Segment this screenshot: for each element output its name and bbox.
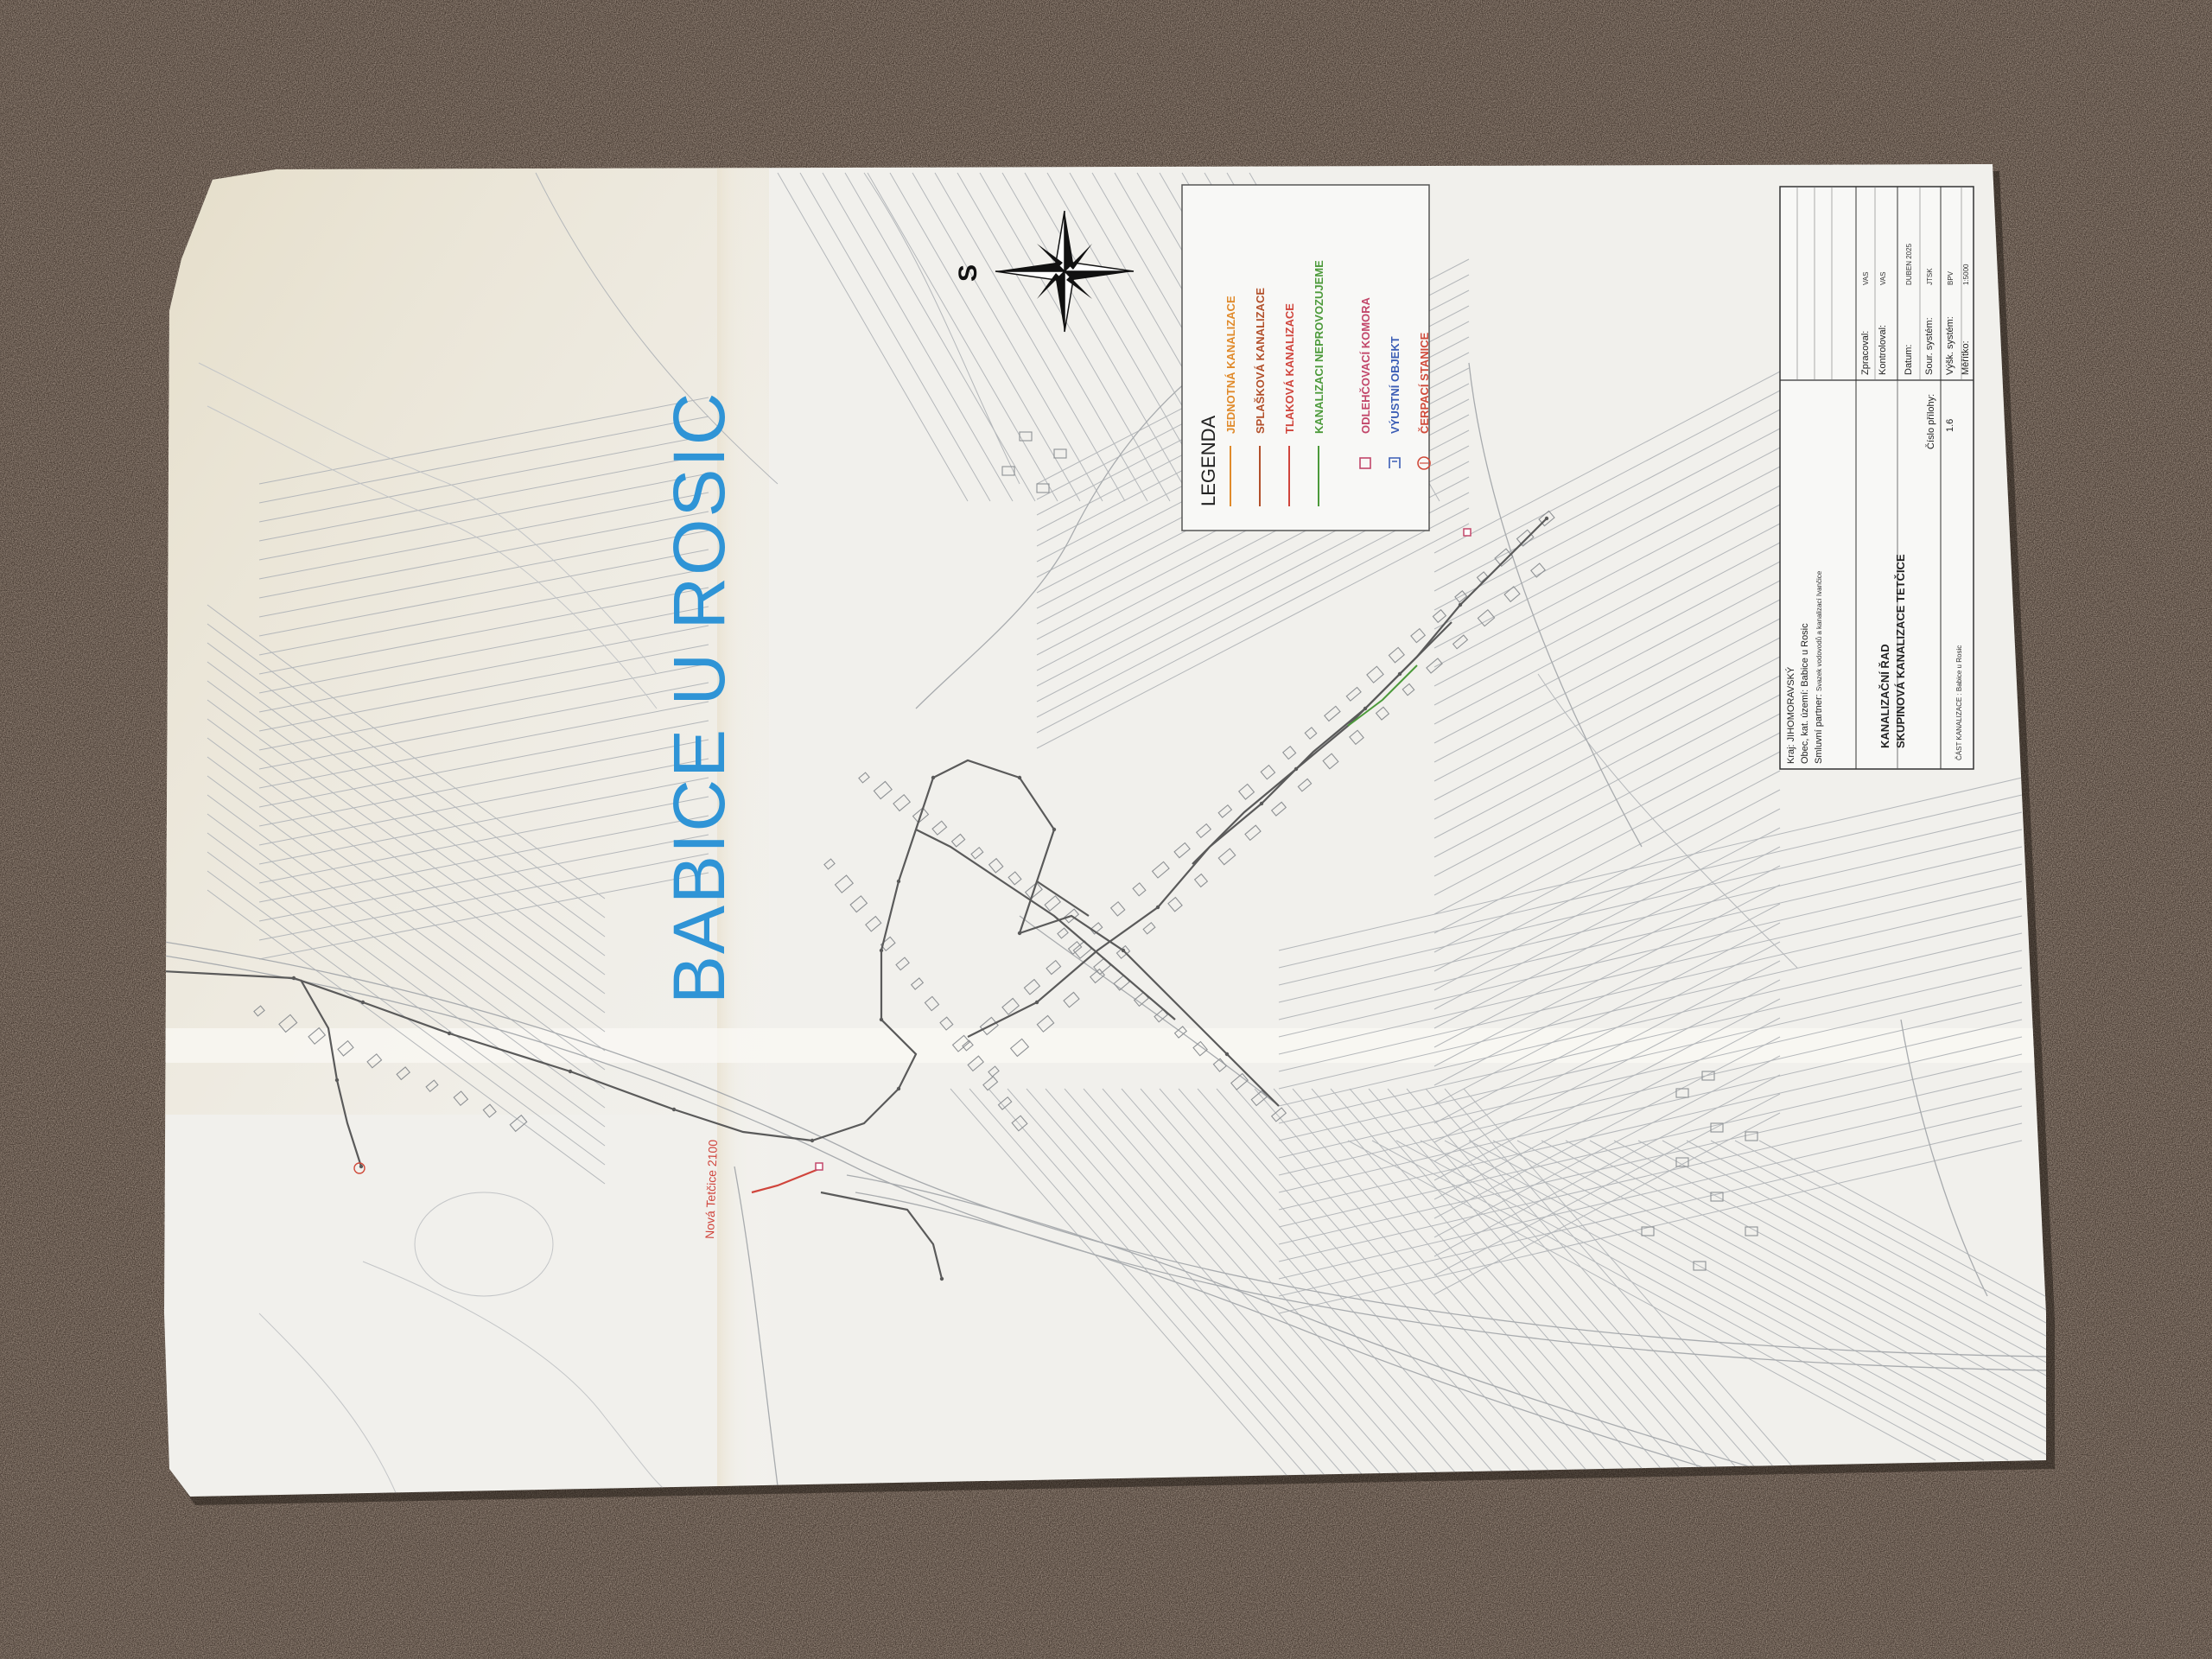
tb-partner-note: Svazek vodovodů a kanalizací Ivančice — [1815, 570, 1823, 691]
tb-field-label: Výšk. systém: — [1945, 316, 1955, 375]
cadastral-parcels — [207, 172, 2046, 1487]
poi-label: Nová Tetčice 2100 — [702, 1139, 720, 1239]
tb-field-label: Sour. systém: — [1924, 317, 1935, 375]
title-block: Kraj: JIHOMORAVSKÝ Obec, kat. území: Bab… — [1779, 186, 1974, 770]
sewer-central — [811, 759, 1056, 1142]
tb-field-value: DUBEN 2025 — [1905, 243, 1913, 285]
north-arrow-label: S — [954, 264, 982, 282]
tb-region: Kraj: JIHOMORAVSKÝ — [1785, 666, 1796, 764]
pump-station-pins — [353, 1162, 365, 1174]
tb-field-label: Zpracoval: — [1860, 331, 1871, 375]
tb-doc-title-1: KANALIZAČNÍ ŘAD — [1878, 644, 1891, 748]
legend-item-label: ODLEHČOVACÍ KOMORA — [1359, 296, 1372, 434]
legend-items: JEDNOTNÁ KANALIZACE SPLAŠKOVÁ KANALIZACE T… — [1224, 260, 1431, 506]
legend-item: KANALIZACI NEPROVOZUJEME — [1313, 260, 1325, 506]
legend-heading: LEGENDA — [1198, 416, 1219, 506]
fold-highlight-horizontal — [164, 1028, 2046, 1063]
tb-appendix-label: Číslo přílohy: — [1925, 394, 1936, 449]
tb-field-label: Datum: — [1904, 345, 1914, 375]
tb-part: ČÁST KANALIZACE : Babice u Rosic — [1955, 645, 1963, 760]
tb-fields: Zpracoval: VAS Kontroloval: VAS Datum: DUBEN … — [1860, 243, 1971, 375]
legend-item-label: VÝUSTNÍ OBJEKT — [1389, 336, 1402, 434]
legend-square-swatch — [1359, 457, 1371, 469]
sewer-link-north — [915, 829, 1176, 1020]
tb-field-value: VAS — [1879, 272, 1887, 285]
pressure-sewer-segment — [751, 1166, 822, 1194]
tb-appendix-value: 1.6 — [1945, 419, 1955, 432]
sewer-link-junction — [1036, 880, 1090, 917]
terrain-lines — [198, 362, 675, 1497]
overflow-chamber-pins — [815, 528, 1471, 1171]
legend-item: TLAKOVÁ KANALIZACE — [1283, 303, 1296, 506]
title-block-frame — [1779, 186, 1974, 770]
tb-field-value: VAS — [1862, 272, 1870, 285]
map-title: BABICE U ROSIC — [658, 391, 740, 1004]
legend-item-label: JEDNOTNÁ KANALIZACE — [1224, 296, 1237, 434]
legend-item-label: ČERPACÍ STANICE — [1418, 332, 1431, 434]
legend-item: VÝUSTNÍ OBJEKT — [1389, 336, 1402, 468]
tb-municipality: Obec, kat. území: Babice u Rosic — [1800, 623, 1810, 764]
legend-item-label: TLAKOVÁ KANALIZACE — [1283, 303, 1296, 434]
tb-field-label: Kontroloval: — [1878, 325, 1888, 375]
legend-item: SPLAŠKOVÁ KANALIZACE — [1254, 288, 1267, 506]
legend-box — [1181, 184, 1430, 531]
tb-partner: Smluvní partner: — [1814, 694, 1824, 764]
legend-item: JEDNOTNÁ KANALIZACE — [1224, 296, 1237, 506]
manholes — [291, 516, 1549, 1281]
tb-field-value: 1:5000 — [1962, 264, 1970, 285]
tb-field-label: Měřítko: — [1961, 340, 1971, 375]
north-arrow — [995, 210, 1135, 333]
legend-item: ODLEHČOVACÍ KOMORA — [1359, 296, 1372, 469]
sewer-network — [164, 518, 1548, 1280]
tb-field-value: BPV — [1947, 270, 1955, 285]
sewer-main-west — [164, 969, 813, 1142]
sewer-east-main — [1019, 914, 1280, 1107]
legend-item-label: SPLAŠKOVÁ KANALIZACE — [1254, 288, 1267, 434]
sewer-green-segment — [1347, 664, 1418, 727]
sewer-parallel — [1192, 621, 1452, 865]
sewer-village-street — [967, 518, 1548, 1038]
paper-stain — [164, 164, 769, 1115]
legend-circle-swatch — [1417, 456, 1431, 470]
buildings — [253, 431, 1758, 1271]
road-network — [164, 362, 2046, 1497]
legend-item-label: KANALIZACI NEPROVOZUJEME — [1313, 260, 1325, 434]
tb-field-value: JTSK — [1926, 268, 1934, 285]
legend-outlet-swatch — [1389, 457, 1401, 468]
fold-shadow-vertical — [717, 164, 778, 1497]
tb-doc-title-2: SKUPINOVÁ KANALIZACE TETČICE — [1894, 554, 1907, 748]
legend-item: ČERPACÍ STANICE — [1417, 332, 1431, 470]
sewer-south-connector — [820, 1191, 944, 1280]
legend: LEGENDA JEDNOTNÁ KANALIZACE SPLAŠKOVÁ KAN… — [1181, 184, 1431, 531]
